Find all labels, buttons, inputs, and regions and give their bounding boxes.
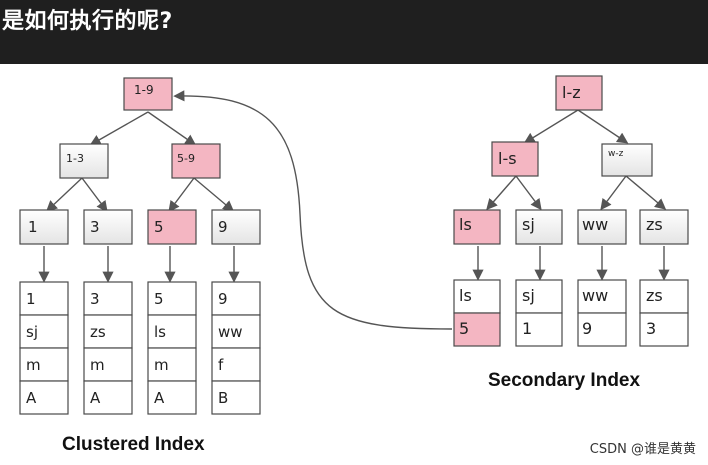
svg-text:3: 3 [646, 319, 656, 338]
svg-text:9: 9 [582, 319, 592, 338]
secondary-leaf-zs: zs [639, 209, 689, 245]
watermark: CSDN @谁是黄黄 [589, 442, 696, 457]
clustered-node-1-3: 1-3 [59, 143, 109, 179]
svg-text:ww: ww [582, 286, 608, 305]
clustered-root-node: 1-9 [123, 77, 173, 111]
secondary-row-ls: ls 5 [453, 279, 501, 347]
svg-text:1: 1 [522, 319, 532, 338]
clustered-leaf-5: 5 [147, 209, 197, 245]
clustered-leaf-3: 3 [83, 209, 133, 245]
svg-text:1-3: 1-3 [66, 152, 84, 165]
svg-text:1-9: 1-9 [134, 83, 154, 97]
svg-text:5: 5 [154, 218, 164, 236]
page-title: 是如何执行的呢? [2, 9, 173, 34]
svg-text:ls: ls [459, 215, 472, 234]
secondary-index-caption: Secondary Index [488, 370, 640, 391]
clustered-row-9: 9 ww f B [211, 281, 261, 415]
svg-text:m: m [154, 356, 169, 374]
secondary-row-sj: sj 1 [515, 279, 563, 347]
svg-text:3: 3 [90, 218, 100, 236]
svg-text:5: 5 [154, 290, 164, 308]
diagram-svg: 1-9 1-3 5-9 1 3 5 9 [19, 75, 689, 455]
svg-text:5-9: 5-9 [177, 152, 195, 165]
svg-text:ww: ww [218, 323, 243, 341]
svg-text:zs: zs [90, 323, 106, 341]
svg-text:zs: zs [646, 286, 663, 305]
secondary-leaf-ls: ls [453, 209, 501, 245]
svg-text:m: m [90, 356, 105, 374]
clustered-row-1: 1 sj m A [19, 281, 69, 415]
secondary-row-ww: ww 9 [577, 279, 627, 347]
secondary-edges [472, 109, 670, 281]
svg-text:3: 3 [90, 290, 100, 308]
clustered-leaf-1: 1 [19, 209, 69, 245]
clustered-row-3: 3 zs m A [83, 281, 133, 415]
svg-text:w-z: w-z [608, 149, 624, 159]
svg-text:ls: ls [459, 286, 472, 305]
svg-text:l-s: l-s [498, 149, 517, 168]
lookup-arrow [173, 90, 453, 330]
svg-text:f: f [218, 356, 224, 374]
svg-text:5: 5 [459, 319, 469, 338]
svg-text:1: 1 [28, 218, 38, 236]
svg-text:A: A [154, 389, 165, 407]
svg-text:9: 9 [218, 290, 228, 308]
clustered-index-caption: Clustered Index [62, 434, 205, 455]
svg-text:zs: zs [646, 215, 663, 234]
svg-text:m: m [26, 356, 41, 374]
svg-text:sj: sj [26, 323, 38, 341]
secondary-root-node: l-z [555, 75, 603, 111]
secondary-leaf-sj: sj [515, 209, 563, 245]
svg-text:1: 1 [26, 290, 36, 308]
svg-text:sj: sj [522, 286, 535, 305]
clustered-leaf-9: 9 [211, 209, 261, 245]
secondary-leaf-ww: ww [577, 209, 627, 245]
svg-text:ls: ls [154, 323, 166, 341]
header-bar: 是如何执行的呢? [0, 0, 708, 64]
clustered-edges [38, 111, 240, 283]
clustered-node-5-9: 5-9 [171, 143, 221, 179]
svg-text:B: B [218, 389, 228, 407]
svg-text:sj: sj [522, 215, 535, 234]
secondary-node-l-s: l-s [491, 141, 539, 177]
svg-text:A: A [26, 389, 37, 407]
secondary-row-zs: zs 3 [639, 279, 689, 347]
svg-text:A: A [90, 389, 101, 407]
svg-text:9: 9 [218, 218, 228, 236]
svg-text:l-z: l-z [562, 83, 581, 102]
secondary-node-w-z: w-z [601, 143, 653, 177]
index-diagram: 1-9 1-3 5-9 1 3 5 9 [4, 64, 704, 465]
svg-text:ww: ww [582, 215, 608, 234]
clustered-row-5: 5 ls m A [147, 281, 197, 415]
